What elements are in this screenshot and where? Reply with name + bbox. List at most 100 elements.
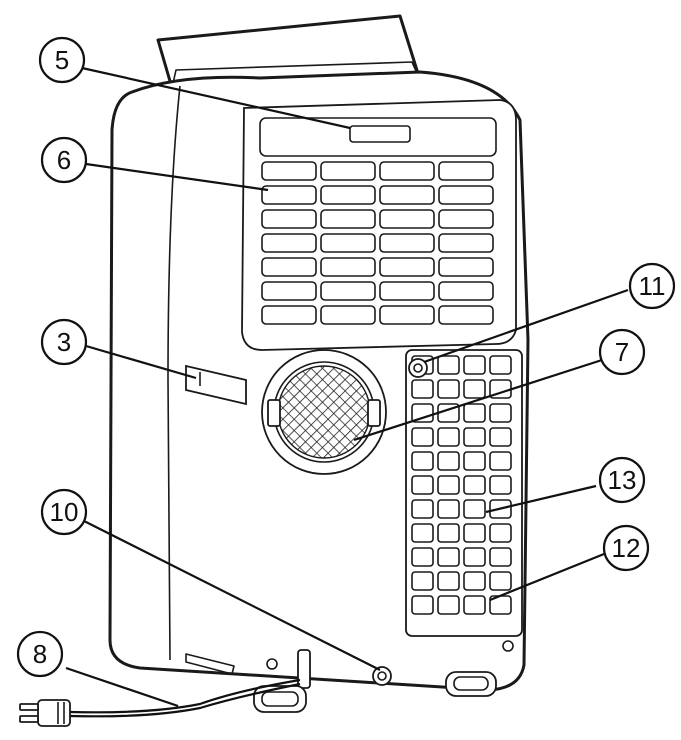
lower-grille-slat — [411, 403, 434, 423]
lower-grille-slat — [411, 451, 434, 471]
upper-grille-slat — [320, 257, 376, 277]
upper-grille-slats — [261, 161, 494, 325]
lower-grille-slat — [463, 451, 486, 471]
upper-grille-slat — [261, 185, 317, 205]
callout-label-10: 10 — [50, 497, 79, 527]
upper-grille-slat — [261, 281, 317, 301]
power-plug-icon — [19, 699, 71, 727]
upper-grille-slat — [320, 185, 376, 205]
callout-6: 6 — [40, 136, 88, 184]
side-handle-recess — [185, 364, 247, 406]
power-cord — [19, 678, 301, 727]
upper-grille-slat — [320, 161, 376, 181]
callout-12: 12 — [602, 524, 650, 572]
upper-grille-slat — [438, 281, 494, 301]
callout-11: 11 — [628, 262, 676, 310]
lower-grille-slat — [463, 379, 486, 399]
upper-grille-slat — [261, 305, 317, 325]
callout-8: 8 — [16, 630, 64, 678]
upper-grille-slat — [379, 185, 435, 205]
lower-grille-slat — [489, 499, 512, 519]
lower-grille-slat — [489, 355, 512, 375]
upper-air-outlet-grille — [241, 99, 517, 351]
callout-3: 3 — [40, 318, 88, 366]
upper-grille-slat — [438, 185, 494, 205]
lower-grille-slat — [437, 571, 460, 591]
lower-grille-slat — [411, 547, 434, 567]
lower-grille-slat — [489, 427, 512, 447]
upper-grille-slat — [320, 209, 376, 229]
lower-air-intake-grille — [405, 349, 523, 637]
upper-grille-slat — [379, 161, 435, 181]
callout-label-3: 3 — [57, 327, 71, 357]
upper-grille-slat — [379, 233, 435, 253]
lower-grille-slat — [463, 523, 486, 543]
lower-grille-slat — [437, 499, 460, 519]
callout-label-6: 6 — [57, 145, 71, 175]
upper-grille-slat — [261, 257, 317, 277]
callout-5: 5 — [38, 36, 86, 84]
lower-grille-slat — [489, 403, 512, 423]
upper-grille-slat — [261, 209, 317, 229]
lower-grille-slat — [411, 523, 434, 543]
callout-label-12: 12 — [612, 533, 641, 563]
upper-grille-slat — [320, 281, 376, 301]
lower-grille-slat — [489, 547, 512, 567]
exhaust-air-outlet — [261, 349, 387, 475]
lower-grille-slat — [463, 499, 486, 519]
upper-grille-slat — [438, 257, 494, 277]
lower-grille-slat — [463, 355, 486, 375]
callout-label-5: 5 — [55, 45, 69, 75]
lower-grille-slat — [411, 475, 434, 495]
upper-grille-slat — [320, 305, 376, 325]
callout-label-7: 7 — [615, 337, 629, 367]
lower-grille-slat — [437, 451, 460, 471]
lower-grille-slat — [463, 571, 486, 591]
callout-label-11: 11 — [639, 271, 666, 301]
lower-grille-slat — [463, 595, 486, 615]
lower-grille-slat — [489, 523, 512, 543]
lower-grille-slat — [411, 427, 434, 447]
upper-grille-slat — [438, 305, 494, 325]
lower-grille-slat — [437, 355, 460, 375]
upper-grille-slat — [261, 233, 317, 253]
lower-grille-slat — [437, 523, 460, 543]
lower-grille-slat — [411, 595, 434, 615]
caster-wheels — [253, 671, 497, 713]
lower-grille-slat — [489, 475, 512, 495]
lower-grille-slat — [437, 427, 460, 447]
upper-grille-slat — [379, 305, 435, 325]
upper-grille-slat — [320, 233, 376, 253]
lower-grille-slat — [463, 547, 486, 567]
upper-grille-slat — [261, 161, 317, 181]
lower-grille-slat — [437, 379, 460, 399]
lower-grille-slat — [463, 475, 486, 495]
upper-grille-slat — [379, 257, 435, 277]
upper-grille-slat — [438, 209, 494, 229]
callout-13: 13 — [598, 456, 646, 504]
lower-grille-slat — [489, 451, 512, 471]
upper-grille-slat — [438, 161, 494, 181]
lower-grille-slat — [411, 379, 434, 399]
lower-grille-slats — [411, 355, 512, 615]
upper-grille-slat — [438, 233, 494, 253]
lower-grille-slat — [463, 427, 486, 447]
upper-drain-outlet — [408, 358, 428, 378]
callout-label-8: 8 — [33, 639, 47, 669]
lower-grille-slat — [437, 595, 460, 615]
lower-grille-slat — [437, 475, 460, 495]
callout-7: 7 — [598, 328, 646, 376]
lower-grille-slat — [411, 499, 434, 519]
bottom-details — [185, 640, 514, 689]
lower-drain-outlet — [372, 666, 392, 686]
callout-leaders — [65, 66, 629, 708]
upper-grille-slat — [379, 209, 435, 229]
upper-grille-slat — [379, 281, 435, 301]
lower-grille-slat — [437, 547, 460, 567]
lower-grille-slat — [411, 571, 434, 591]
lower-grille-slat — [489, 571, 512, 591]
callout-10: 10 — [40, 488, 88, 536]
callout-label-13: 13 — [608, 465, 637, 495]
